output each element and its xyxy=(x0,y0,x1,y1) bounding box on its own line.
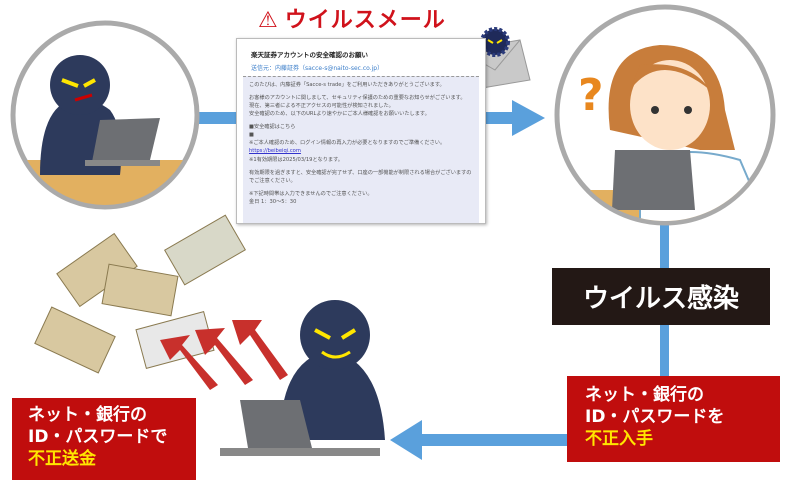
line-victim-to-infection xyxy=(660,225,669,270)
warning-triangle-icon: ⚠ xyxy=(258,8,279,33)
email-line: ■安全確認はこちら xyxy=(249,124,296,131)
credential-theft-box: ネット・銀行の ID・パスワードを 不正入手 xyxy=(567,376,780,462)
steal-highlight: 不正入手 xyxy=(585,429,653,450)
steal-line2: ID・パスワードを xyxy=(585,407,725,428)
email-line: お客様のアカウントに関しまして、セキュリティ保護のための重要なお知らせがございま… xyxy=(249,95,466,102)
page-title: ⚠ウイルスメール xyxy=(258,2,446,34)
steal-line1: ネット・銀行の xyxy=(585,385,704,405)
send-line1: ネット・銀行の xyxy=(28,405,147,425)
arrow-email-to-victim-head xyxy=(512,100,545,136)
email-body: このたびは、内藤証券「Sacce-s trade」をご利用いただきありがとうござ… xyxy=(243,76,479,223)
line-infection-to-steal xyxy=(660,325,669,377)
email-line: 安全確認のため、以下のURLより速やかにご本人様確認をお願いいたします。 xyxy=(249,111,430,118)
arrow-steal-to-hacker-head xyxy=(390,420,422,460)
email-from: 送信元：内藤証券（sacce-s@naito-sec.co.jp） xyxy=(251,65,384,72)
hacker-circle xyxy=(10,20,200,210)
email-line: 有効期限を過ぎますと、安全確認が完了せず、口座の一部機能が制限される場合がござい… xyxy=(249,169,472,184)
svg-text:?: ? xyxy=(578,70,604,121)
fraudulent-transfer-box: ネット・銀行の ID・パスワードで 不正送金 xyxy=(12,398,196,480)
email-line: 現在、第三者による不正アクセスの可能性が検知されました。 xyxy=(249,103,394,110)
email-subject: 楽天証券アカウントの安全確認のお願い xyxy=(251,51,368,59)
email-line: ■ xyxy=(249,132,254,139)
arrow-steal-to-hacker-shaft xyxy=(420,434,568,446)
victim-circle: ? xyxy=(554,4,776,226)
send-line2: ID・パスワードで xyxy=(28,427,168,448)
virus-infection-label: ウイルス感染 xyxy=(552,268,770,325)
money-flow-arrows xyxy=(160,320,288,390)
hacker-bottom xyxy=(220,300,385,456)
arrow-email-to-victim-shaft xyxy=(484,112,514,124)
phishing-email: 楽天証券アカウントの安全確認のお願い 送信元：内藤証券（sacce-s@nait… xyxy=(236,38,486,224)
banknotes-illustration xyxy=(34,214,246,374)
email-line: ※下記時間帯は入力できませんのでご注意ください。 xyxy=(249,190,373,197)
email-line: 金日 1：30～5：30 xyxy=(249,198,297,205)
email-line: ※ご本人確認のため、ログイン情報の再入力が必要となりますのでご準備ください。 xyxy=(249,140,446,147)
email-line: ※1有効期限は2025/03/19となります。 xyxy=(249,156,343,163)
email-line: このたびは、内藤証券「Sacce-s trade」をご利用いただきありがとうござ… xyxy=(249,82,445,88)
phishing-link[interactable]: https://beibeiqi.com xyxy=(249,148,301,155)
title-text: ウイルスメール xyxy=(284,8,446,33)
send-highlight: 不正送金 xyxy=(28,449,96,470)
